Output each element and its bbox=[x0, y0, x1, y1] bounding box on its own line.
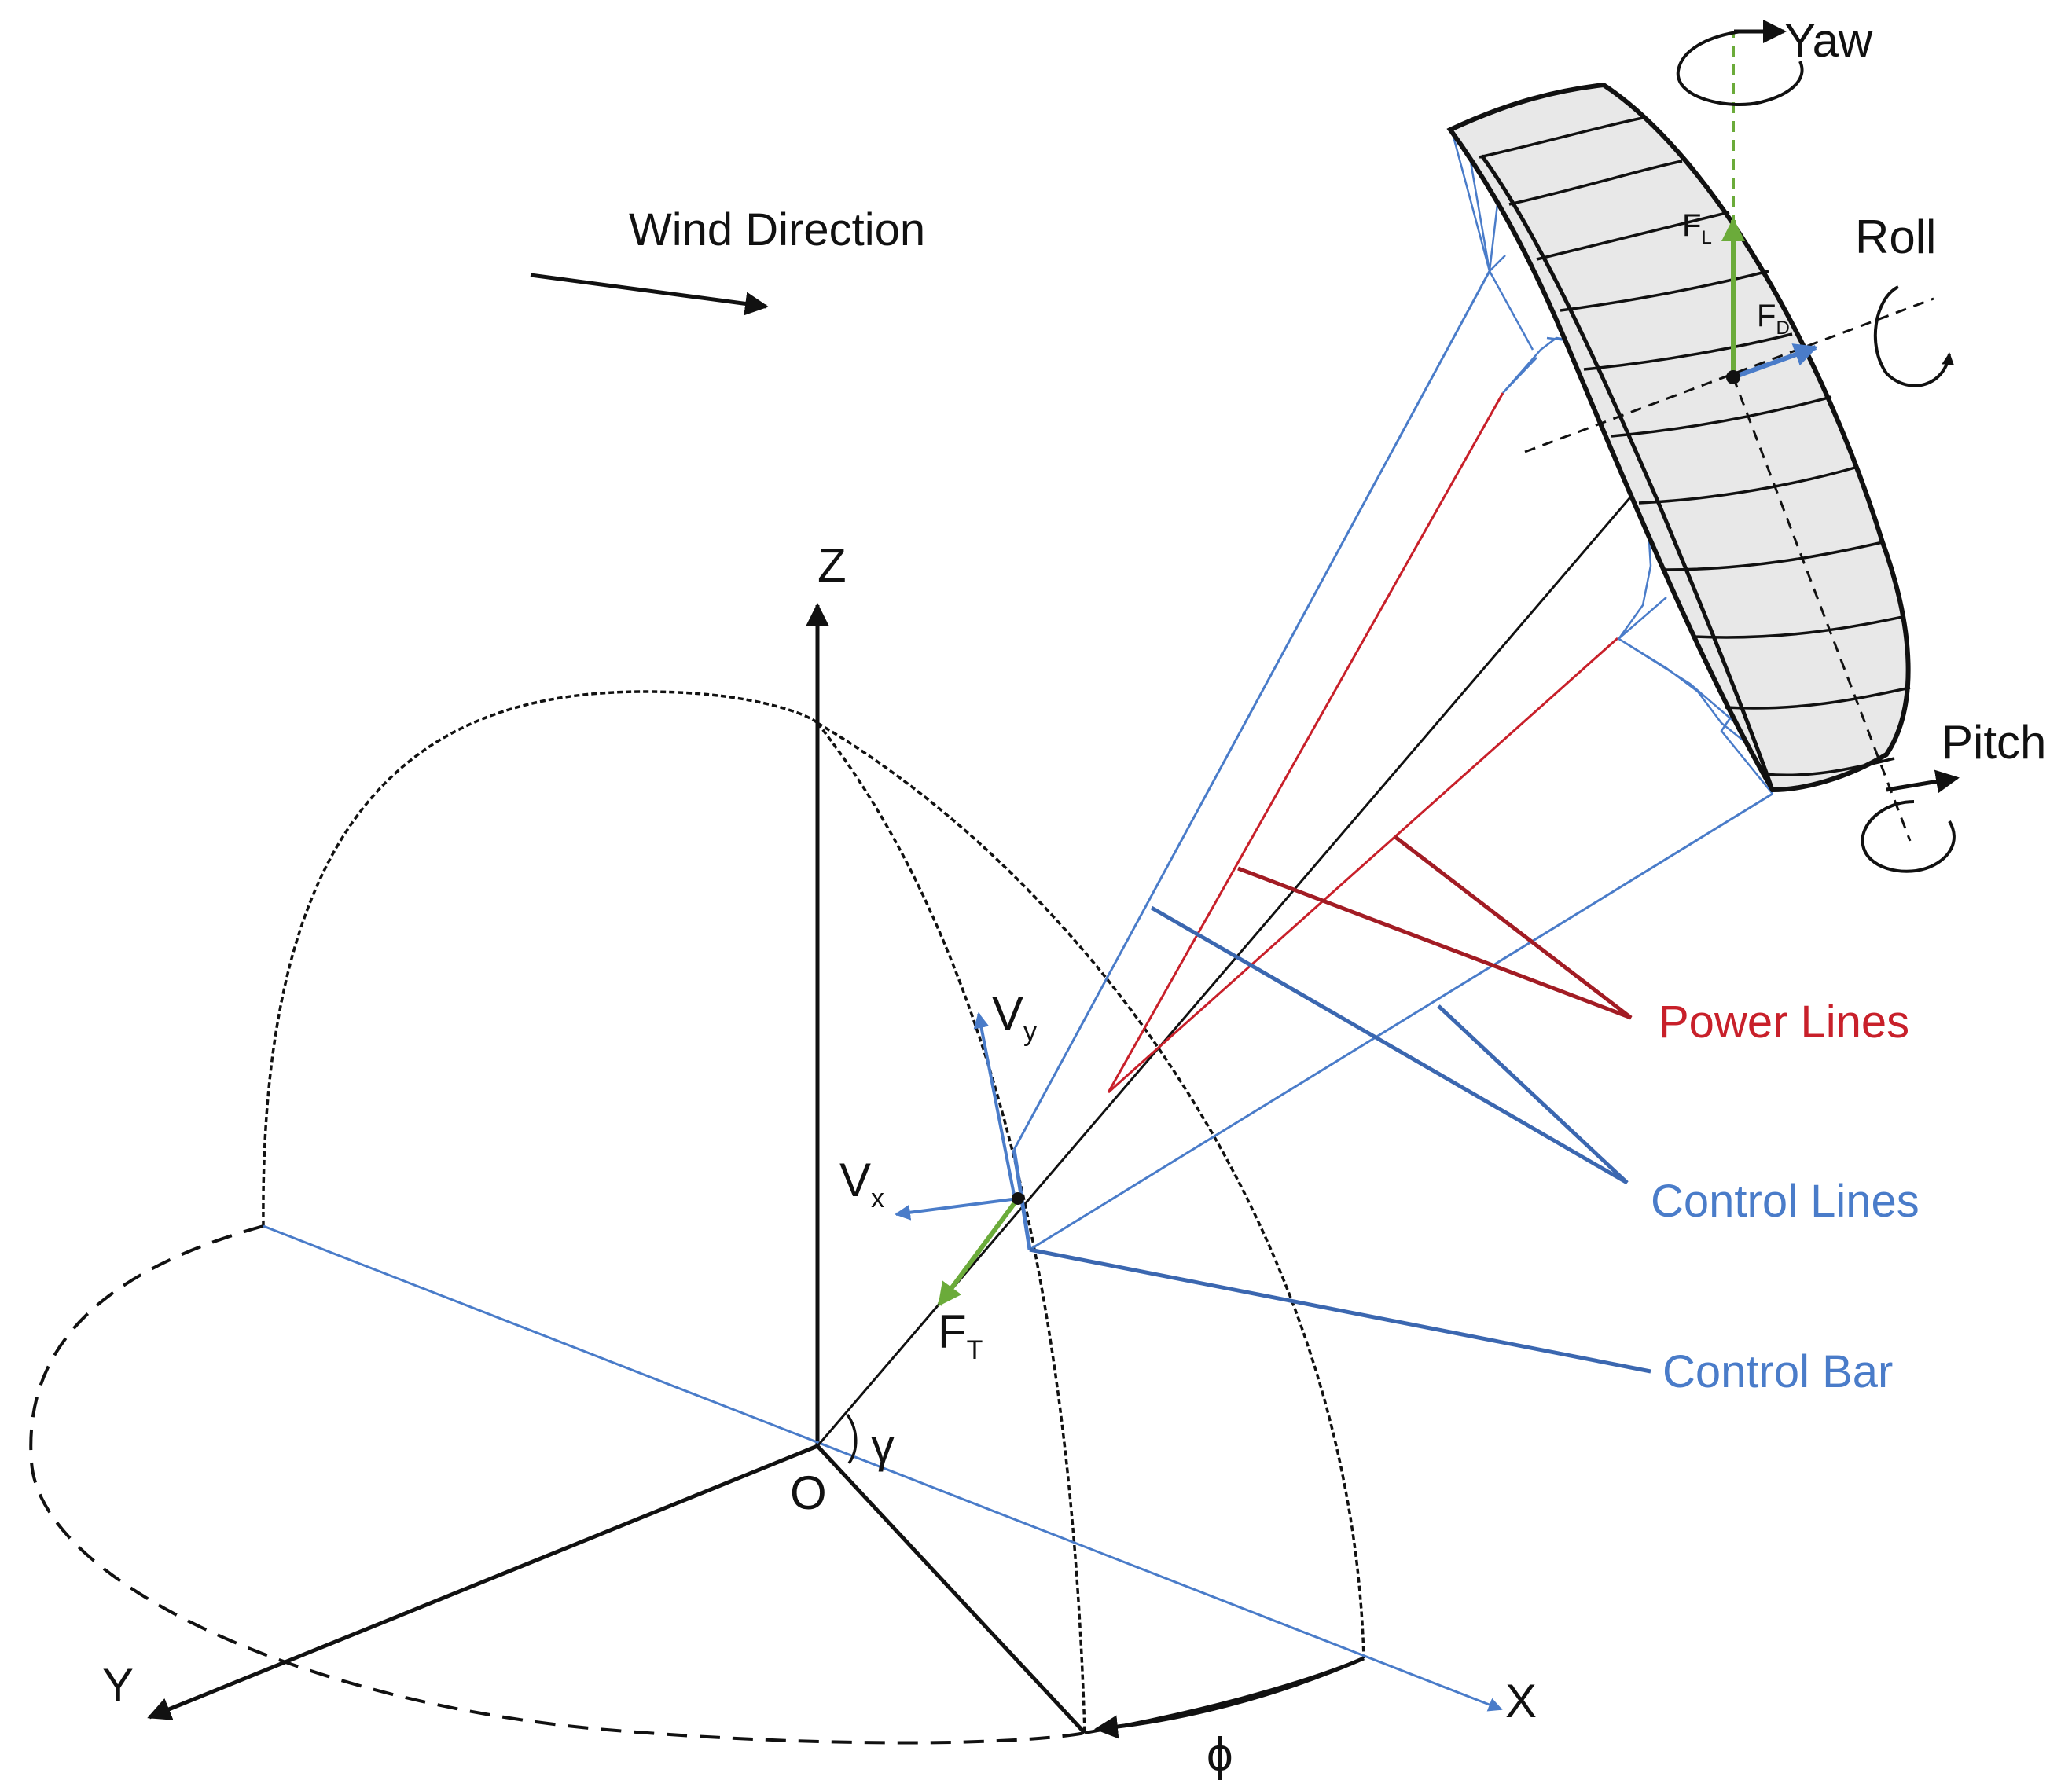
labels: Wind Direction Yaw Roll Pitch Power Line… bbox=[102, 14, 2046, 1781]
ft-label: FT bbox=[938, 1305, 983, 1365]
pitch-arrow-tip bbox=[1886, 769, 1960, 794]
velocity-arrows bbox=[895, 1012, 1024, 1307]
fl-label: FL bbox=[1682, 208, 1712, 248]
control-bar-label: Control Bar bbox=[1662, 1346, 1893, 1397]
callouts bbox=[1029, 835, 1651, 1374]
axes bbox=[147, 603, 1503, 1739]
control-lines-callout bbox=[1150, 905, 1629, 1185]
drag-force-arrow bbox=[1732, 343, 1818, 380]
y-axis-label: Y bbox=[102, 1659, 134, 1712]
tether-lines bbox=[816, 270, 1773, 1447]
dome-inner-meridian bbox=[816, 721, 1086, 1734]
dome-back-arc bbox=[262, 690, 819, 1227]
rotation-arrows bbox=[1676, 20, 1960, 873]
dome-base-front bbox=[29, 1224, 1086, 1745]
vx-label: Vx bbox=[839, 1154, 884, 1213]
phi-arrow bbox=[1094, 1656, 1365, 1739]
x-axis-label: X bbox=[1505, 1675, 1537, 1727]
kite-center-point bbox=[1726, 370, 1740, 384]
control-line-left bbox=[1012, 270, 1491, 1151]
yaw-rotation-arrow bbox=[1676, 30, 1804, 106]
z-axis-label: Z bbox=[817, 539, 847, 592]
wind-direction-label: Wind Direction bbox=[629, 204, 925, 255]
x-axis bbox=[263, 1224, 1503, 1712]
tether-line bbox=[816, 376, 1735, 1447]
roll-label: Roll bbox=[1855, 211, 1936, 263]
control-bar-center bbox=[1012, 1192, 1024, 1205]
power-line-right bbox=[1108, 637, 1618, 1094]
dome bbox=[29, 690, 1365, 1745]
gamma-arc bbox=[846, 1413, 858, 1465]
y-axis bbox=[147, 1444, 818, 1720]
vy-label: Vy bbox=[992, 987, 1037, 1047]
origin-label: O bbox=[790, 1466, 827, 1519]
power-line-left bbox=[1107, 392, 1504, 1093]
control-line-right bbox=[1029, 792, 1773, 1251]
control-lines-label: Control Lines bbox=[1651, 1176, 1920, 1227]
fd-label: FD bbox=[1757, 299, 1790, 339]
canopy-ribs bbox=[1479, 116, 1911, 777]
control-bar-callout bbox=[1029, 1247, 1651, 1374]
dome-base-arc-phi bbox=[1084, 1657, 1365, 1734]
gamma-label: γ bbox=[871, 1419, 895, 1472]
yaw-label: Yaw bbox=[1784, 14, 1873, 67]
canopy bbox=[1446, 82, 1911, 793]
canopy-leading-edge bbox=[1479, 154, 1775, 791]
pitch-axis bbox=[1732, 376, 1912, 842]
roll-rotation-arrow bbox=[1873, 285, 1955, 387]
pitch-rotation-arrow bbox=[1861, 800, 1956, 873]
power-lines-label: Power Lines bbox=[1659, 997, 1909, 1048]
vx-arrow bbox=[895, 1197, 1019, 1221]
dome-front-meridian bbox=[817, 721, 1365, 1659]
power-lines-callout bbox=[1237, 835, 1633, 1020]
ground-projection bbox=[816, 1444, 1086, 1734]
wind-direction-arrow bbox=[530, 273, 769, 316]
pitch-label: Pitch bbox=[1942, 716, 2046, 769]
vy-arrow bbox=[973, 1012, 1016, 1195]
phi-label: ϕ bbox=[1207, 1728, 1233, 1780]
kite bbox=[1446, 31, 1934, 842]
tension-force-arrow bbox=[937, 1197, 1020, 1307]
